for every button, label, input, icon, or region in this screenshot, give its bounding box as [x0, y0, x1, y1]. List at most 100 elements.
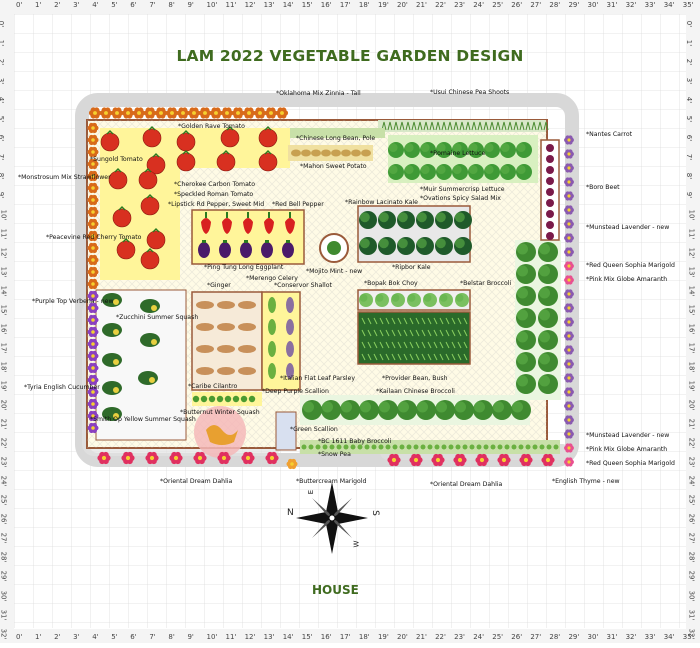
ruler-label-y: 18' [0, 361, 8, 373]
tomato [140, 194, 160, 216]
ruler-label-y: 1' [685, 39, 694, 47]
ruler-label-y: 17' [0, 342, 8, 354]
eggplant [282, 242, 294, 258]
label-rainbow-kale: *Rainbow Lacinato Kale [345, 199, 418, 206]
tomato [146, 153, 166, 175]
snow-pea [406, 444, 412, 450]
label-ovations: *Ovations Spicy Salad Mix [420, 195, 501, 202]
dahlia-flower [475, 453, 489, 467]
lettuce [484, 164, 500, 180]
ginger-root [217, 323, 235, 331]
ruler-label-x: 22' [435, 1, 446, 9]
ruler-label-y: 30' [0, 590, 8, 601]
eggplant-plants [198, 240, 294, 258]
ruler-label-x: 19' [377, 633, 389, 641]
ruler-label-x: 31' [606, 1, 618, 9]
kale [397, 237, 415, 255]
lavender-flower [564, 261, 574, 271]
cilantro [216, 395, 224, 403]
lavender-flower [564, 219, 574, 229]
marigold-flower [286, 458, 298, 470]
dahlia-flower [97, 451, 111, 465]
sweet-potato [291, 149, 301, 157]
label-strawflower: *Monstrosum Mix Strawflower [18, 174, 111, 181]
pea-shoot [453, 121, 459, 131]
cilantro [200, 395, 208, 403]
ruler-label-x: 35' [682, 633, 694, 641]
broccoli [378, 400, 398, 420]
broccoli [435, 400, 455, 420]
beet-plants [546, 144, 554, 240]
ruler-label-x: 18' [358, 1, 370, 9]
tomato [112, 206, 132, 228]
cilantro [240, 395, 248, 403]
snow-pea [532, 444, 538, 450]
ginger-root [196, 301, 214, 309]
sweet-potato [311, 149, 321, 157]
kale [454, 237, 472, 255]
lettuce [468, 142, 484, 158]
label-usui-pea: *Usui Chinese Pea Shoots [430, 89, 510, 96]
zinnia-flower [132, 107, 146, 119]
zinnia-flower [87, 254, 99, 266]
tomato [100, 130, 120, 152]
broccoli [359, 400, 379, 420]
ginger-plants [196, 301, 256, 375]
ruler-label-y: 15' [0, 304, 8, 316]
broccoli [454, 400, 474, 420]
broccoli [538, 330, 558, 350]
pea-shoot [465, 121, 471, 131]
tomato [176, 130, 196, 152]
ruler-label-x: 8' [168, 633, 175, 641]
zinnia-flower [110, 107, 124, 119]
label-thyme: *English Thyme - new [552, 478, 620, 485]
pepper [222, 218, 232, 234]
kale [435, 211, 453, 229]
lavender-flower [564, 387, 574, 397]
snow-pea [525, 444, 531, 450]
ruler-label-x: 22' [435, 633, 446, 641]
ruler-label-y: 5' [0, 116, 6, 123]
broccoli [516, 330, 536, 350]
squash-leaf [138, 371, 158, 385]
ruler-label-x: 23' [454, 1, 465, 9]
ruler-label-x: 11' [225, 633, 237, 641]
ruler-label-y: 7' [0, 154, 6, 161]
zinnia-flower [275, 107, 289, 119]
tomato [258, 126, 278, 148]
long-bean-bed [290, 128, 385, 138]
label-nantes-carrot: *Nantes Carrot [586, 131, 633, 138]
dahlia-flower [217, 451, 231, 465]
zinnia-flower [242, 107, 256, 119]
label-oklahoma-zinnia: *Oklahoma Mix Zinnia - Tall [276, 90, 361, 97]
kale [359, 211, 377, 229]
pea-shoot [495, 121, 501, 131]
snow-pea [462, 444, 468, 450]
ruler-label-y: 22' [687, 437, 696, 449]
kale [378, 211, 396, 229]
lavender-flower [564, 457, 574, 467]
label-red-bell: *Red Bell Pepper [272, 201, 324, 208]
ruler-label-x: 29' [568, 1, 580, 9]
ruler-label-x: 1' [35, 1, 42, 9]
bottom-broccoli-plants [302, 400, 531, 420]
snow-pea [448, 444, 454, 450]
ruler-label-y: 11' [0, 228, 8, 239]
mint-plant [327, 241, 341, 255]
ruler-bottom [0, 629, 700, 643]
zinnia-flower [264, 107, 278, 119]
pea-shoot [477, 121, 483, 131]
snow-pea [483, 444, 489, 450]
broccoli [516, 352, 536, 372]
zinnia-flower [231, 107, 245, 119]
ruler-label-y: 26' [0, 513, 8, 525]
label-boro-beet: *Boro Beet [586, 184, 620, 191]
lavender-flower [564, 443, 574, 453]
lettuce [436, 142, 452, 158]
cilantro [208, 395, 216, 403]
broccoli [538, 242, 558, 262]
ruler-label-y: 13' [0, 266, 8, 278]
zinnia-flower [88, 107, 102, 119]
bok-choy [359, 293, 373, 307]
